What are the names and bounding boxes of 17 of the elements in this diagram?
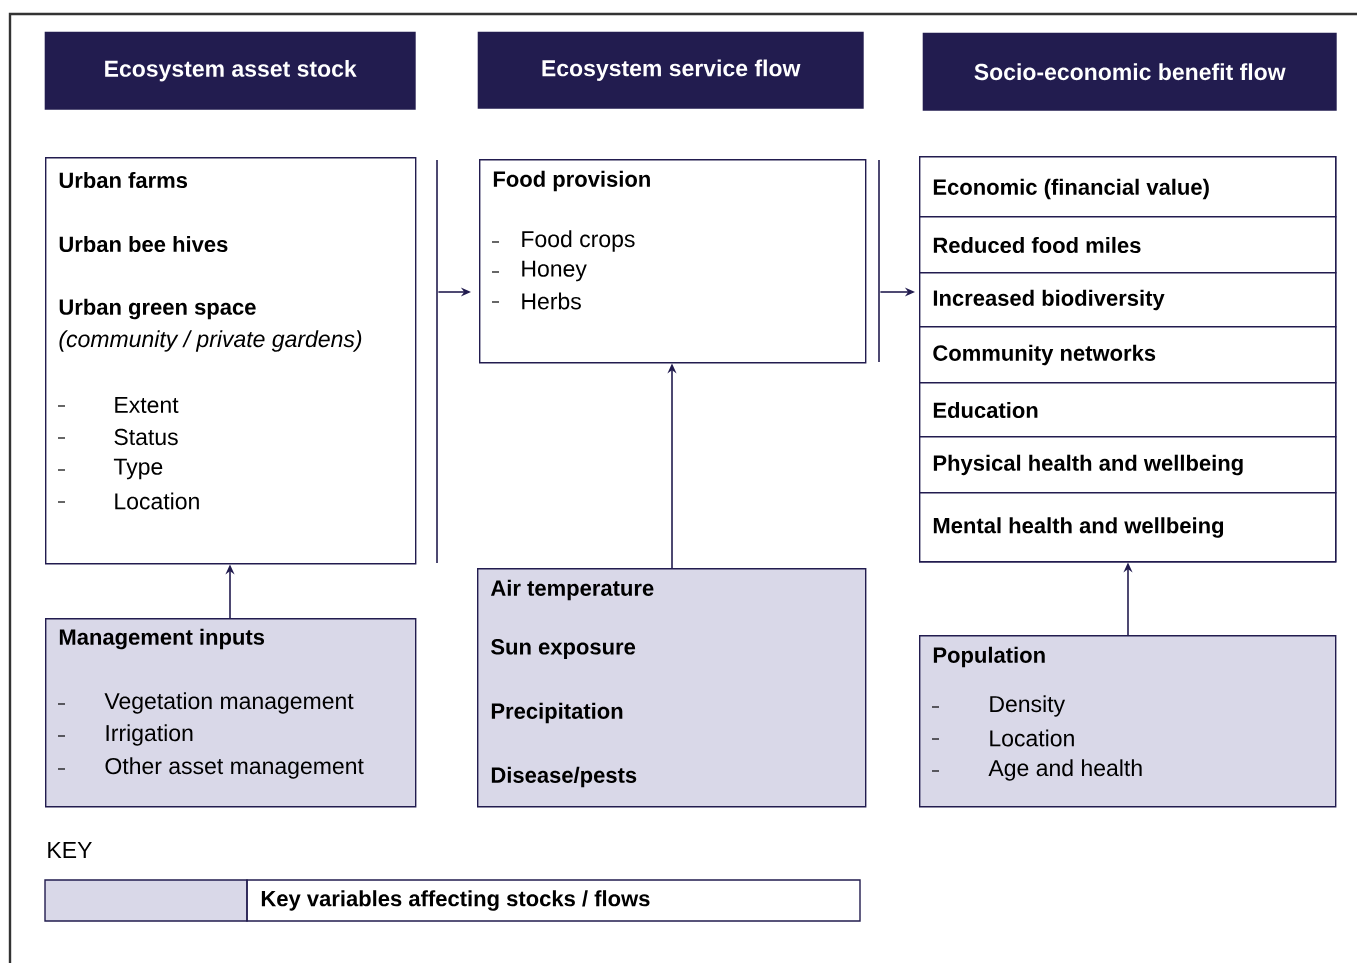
benefit-row: Increased biodiversity <box>919 272 1337 328</box>
info-box: Management inputs Vegetation management Irrigation Other asset management <box>45 618 417 808</box>
benefit-row: Physical health and wellbeing <box>919 436 1337 494</box>
info-box: Air temperature Sun exposure Precipitation Disease/pests <box>477 568 867 808</box>
key-heading: KEY <box>48 842 92 858</box>
info-box: Population Density Location Age and health <box>919 635 1337 808</box>
benefit-row: Economic (financial value) <box>919 156 1337 218</box>
column-header: Ecosystem service flow <box>477 31 864 109</box>
column-header: Socio-economic benefit flow <box>922 32 1337 111</box>
benefit-row: Community networks <box>919 326 1337 384</box>
benefit-row: Reduced food miles <box>919 216 1337 274</box>
column-header: Ecosystem asset stock <box>44 31 416 110</box>
benefit-row: Education <box>919 382 1337 438</box>
info-box: Urban farms Urban bee hives Urban green space (community / private gardens) Extent Status Type Location <box>45 157 417 565</box>
legend-entry: Key variables affecting stocks / flows <box>246 879 861 922</box>
benefit-row: Mental health and wellbeing <box>919 492 1337 563</box>
info-box: Food provision Food crops Honey Herbs <box>479 159 867 364</box>
